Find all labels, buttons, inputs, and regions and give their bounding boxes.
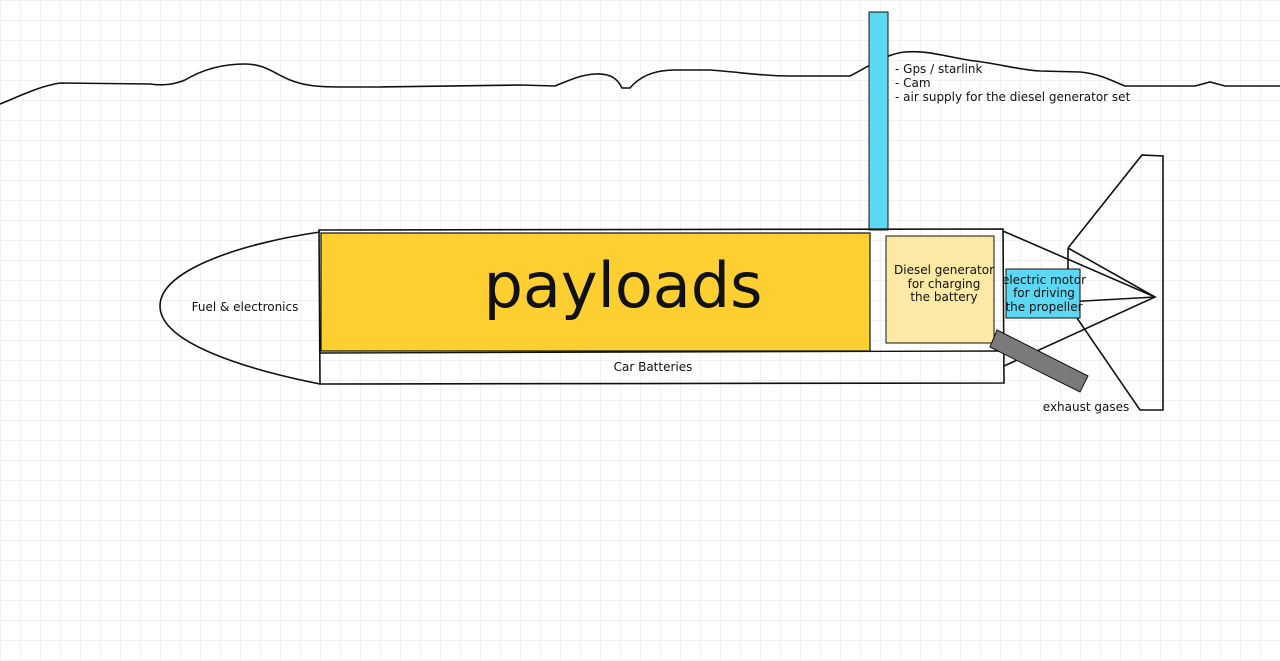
diesel-generator-box <box>885 235 995 344</box>
mast-note-cam: - Cam <box>895 76 931 90</box>
generator-label-line-1: Diesel generator <box>894 263 994 277</box>
exhaust-pipe <box>989 329 1089 393</box>
motor-label-line-3: the propeller <box>1005 300 1082 314</box>
generator-label-line-3: the battery <box>910 290 977 304</box>
nose-cone <box>159 231 321 385</box>
motor-label-line-2: for driving <box>1013 286 1075 300</box>
fuel-electronics-label: Fuel & electronics <box>192 300 299 314</box>
tail-fins <box>1065 154 1164 411</box>
payloads-label: payloads <box>484 249 763 322</box>
main-hull <box>318 228 1005 385</box>
motor-label-line-1: electric motor <box>1002 273 1086 287</box>
mast-note-air-supply: - air supply for the diesel generator se… <box>895 90 1131 104</box>
mast-note-gps: - Gps / starlink <box>895 62 983 76</box>
payload-bay <box>320 232 871 352</box>
exhaust-gases-label: exhaust gases <box>1043 400 1129 414</box>
water-surface-line <box>0 50 1280 105</box>
snorkel-mast <box>868 11 889 231</box>
car-batteries-label: Car Batteries <box>614 360 693 374</box>
battery-compartment-divider <box>319 350 1005 354</box>
electric-motor-box <box>1005 268 1081 319</box>
generator-label-line-2: for charging <box>908 277 981 291</box>
